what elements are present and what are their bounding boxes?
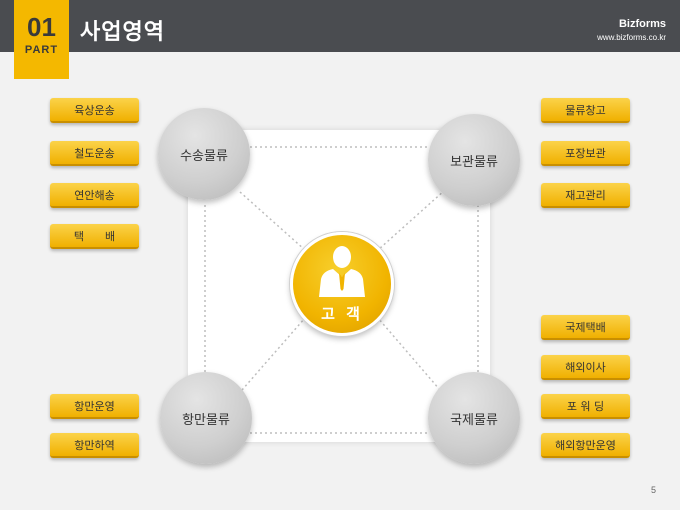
page-number: 5	[650, 485, 656, 495]
tag-item: 해외항만운영	[541, 433, 630, 458]
node-storage-logistics: 보관물류	[428, 114, 520, 206]
node-label: 항만물류	[182, 412, 230, 428]
node-port-logistics: 항만물류	[160, 372, 252, 464]
center-customer: 고 객	[290, 232, 394, 336]
tag-item: 포장보관	[541, 141, 630, 166]
node-label: 국제물류	[450, 412, 498, 428]
node-international-logistics: 국제물류	[428, 372, 520, 464]
tag-item: 항만운영	[50, 394, 139, 419]
part-badge: 01 PART	[14, 0, 69, 79]
tag-item: 항만하역	[50, 433, 139, 458]
part-label: PART	[24, 44, 59, 56]
person-suit-icon	[319, 246, 365, 297]
header-bar: 사업영역 Bizforms www.bizforms.co.kr	[0, 0, 680, 52]
tag-item: 재고관리	[541, 183, 630, 208]
tag-item: 연안해송	[50, 183, 139, 208]
center-label: 고 객	[321, 305, 363, 323]
tag-item: 해외이사	[541, 355, 630, 380]
tag-item: 택 배	[50, 224, 139, 249]
part-number: 01	[27, 12, 56, 42]
tag-item: 국제택배	[541, 315, 630, 340]
tag-item: 육상운송	[50, 98, 139, 123]
node-label: 보관물류	[450, 154, 498, 170]
brand-url: www.bizforms.co.kr	[597, 33, 666, 42]
tag-item: 철도운송	[50, 141, 139, 166]
node-label: 수송물류	[180, 148, 228, 164]
tag-item: 포 워 딩	[541, 394, 630, 419]
brand-name: Bizforms	[618, 18, 666, 30]
tag-item: 물류창고	[541, 98, 630, 123]
node-transport-logistics: 수송물류	[158, 108, 250, 200]
page-title: 사업영역	[80, 20, 165, 45]
